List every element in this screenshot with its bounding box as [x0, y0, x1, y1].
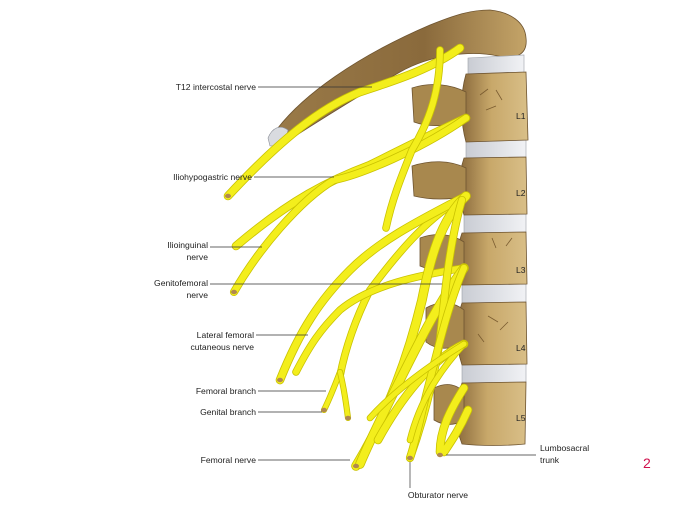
- label-femoral-nerve: Femoral nerve: [201, 455, 257, 465]
- genitofemoral-genital-branch: [336, 368, 352, 422]
- label-femoral-branch: Femoral branch: [196, 386, 256, 396]
- lumbosacral-trunk: [435, 383, 473, 457]
- lateral-femoral-cutaneous-nerve: [275, 191, 471, 385]
- obturator-nerve-l3: [405, 263, 469, 463]
- vertebra-label-l3: L3: [516, 265, 526, 275]
- label-t12-intercostal-nerve: T12 intercostal nerve: [176, 82, 256, 92]
- intervertebral-disc: [467, 54, 525, 75]
- l1-l2-root: [382, 46, 444, 232]
- label-iliohypogastric-nerve: Iliohypogastric nerve: [173, 172, 252, 182]
- nerve-cut-end: [353, 463, 359, 469]
- label-lumbosacral-trunk-line1: Lumbosacral: [540, 443, 589, 453]
- vertebra-l2: [411, 156, 528, 216]
- label-lateral-femoral-cutaneous-line2: cutaneous nerve: [190, 342, 254, 352]
- page-number: 2: [643, 455, 651, 471]
- nerve-cut-end: [225, 193, 231, 199]
- label-lateral-femoral-cutaneous-line1: Lateral femoral: [197, 330, 254, 340]
- vertebral-column: [411, 54, 529, 446]
- label-obturator-nerve: Obturator nerve: [408, 490, 468, 500]
- vertebra-level-labels: L1 L2 L3 L4 L5: [516, 111, 526, 423]
- ilioinguinal-nerve: [229, 113, 471, 297]
- vertebra-l5: [433, 381, 527, 446]
- leader-lines: [210, 86, 536, 488]
- lumbar-plexus-nerves: [223, 43, 473, 471]
- intervertebral-disc: [465, 139, 527, 159]
- nerve-cut-end: [231, 289, 237, 295]
- intervertebral-disc: [461, 363, 527, 384]
- genitofemoral-femoral-branch: [320, 368, 344, 414]
- intervertebral-disc: [461, 283, 527, 304]
- vertebra-label-l4: L4: [516, 343, 526, 353]
- nerve-cut-end: [407, 455, 413, 461]
- label-genitofemoral-nerve-line1: Genitofemoral: [154, 278, 208, 288]
- branch-to-psoas: [366, 340, 468, 422]
- nerve-cut-end: [345, 415, 351, 421]
- vertebra-label-l5: L5: [516, 413, 526, 423]
- nerve-cut-end: [437, 452, 443, 458]
- nerve-labels: T12 intercostal nerve Iliohypogastric ne…: [154, 82, 589, 500]
- label-ilioinguinal-nerve-line1: Ilioinguinal: [167, 240, 208, 250]
- intervertebral-disc: [463, 213, 527, 234]
- label-lumbosacral-trunk-line2: trunk: [540, 455, 560, 465]
- label-ilioinguinal-nerve-line2: nerve: [187, 252, 209, 262]
- vertebra-label-l2: L2: [516, 188, 526, 198]
- vertebra-label-l1: L1: [516, 111, 526, 121]
- label-genital-branch: Genital branch: [200, 407, 256, 417]
- label-genitofemoral-nerve-line2: nerve: [187, 290, 209, 300]
- nerve-cut-end: [277, 377, 283, 383]
- t12-intercostal-nerve: [223, 43, 465, 201]
- nerve-cut-end: [321, 407, 327, 413]
